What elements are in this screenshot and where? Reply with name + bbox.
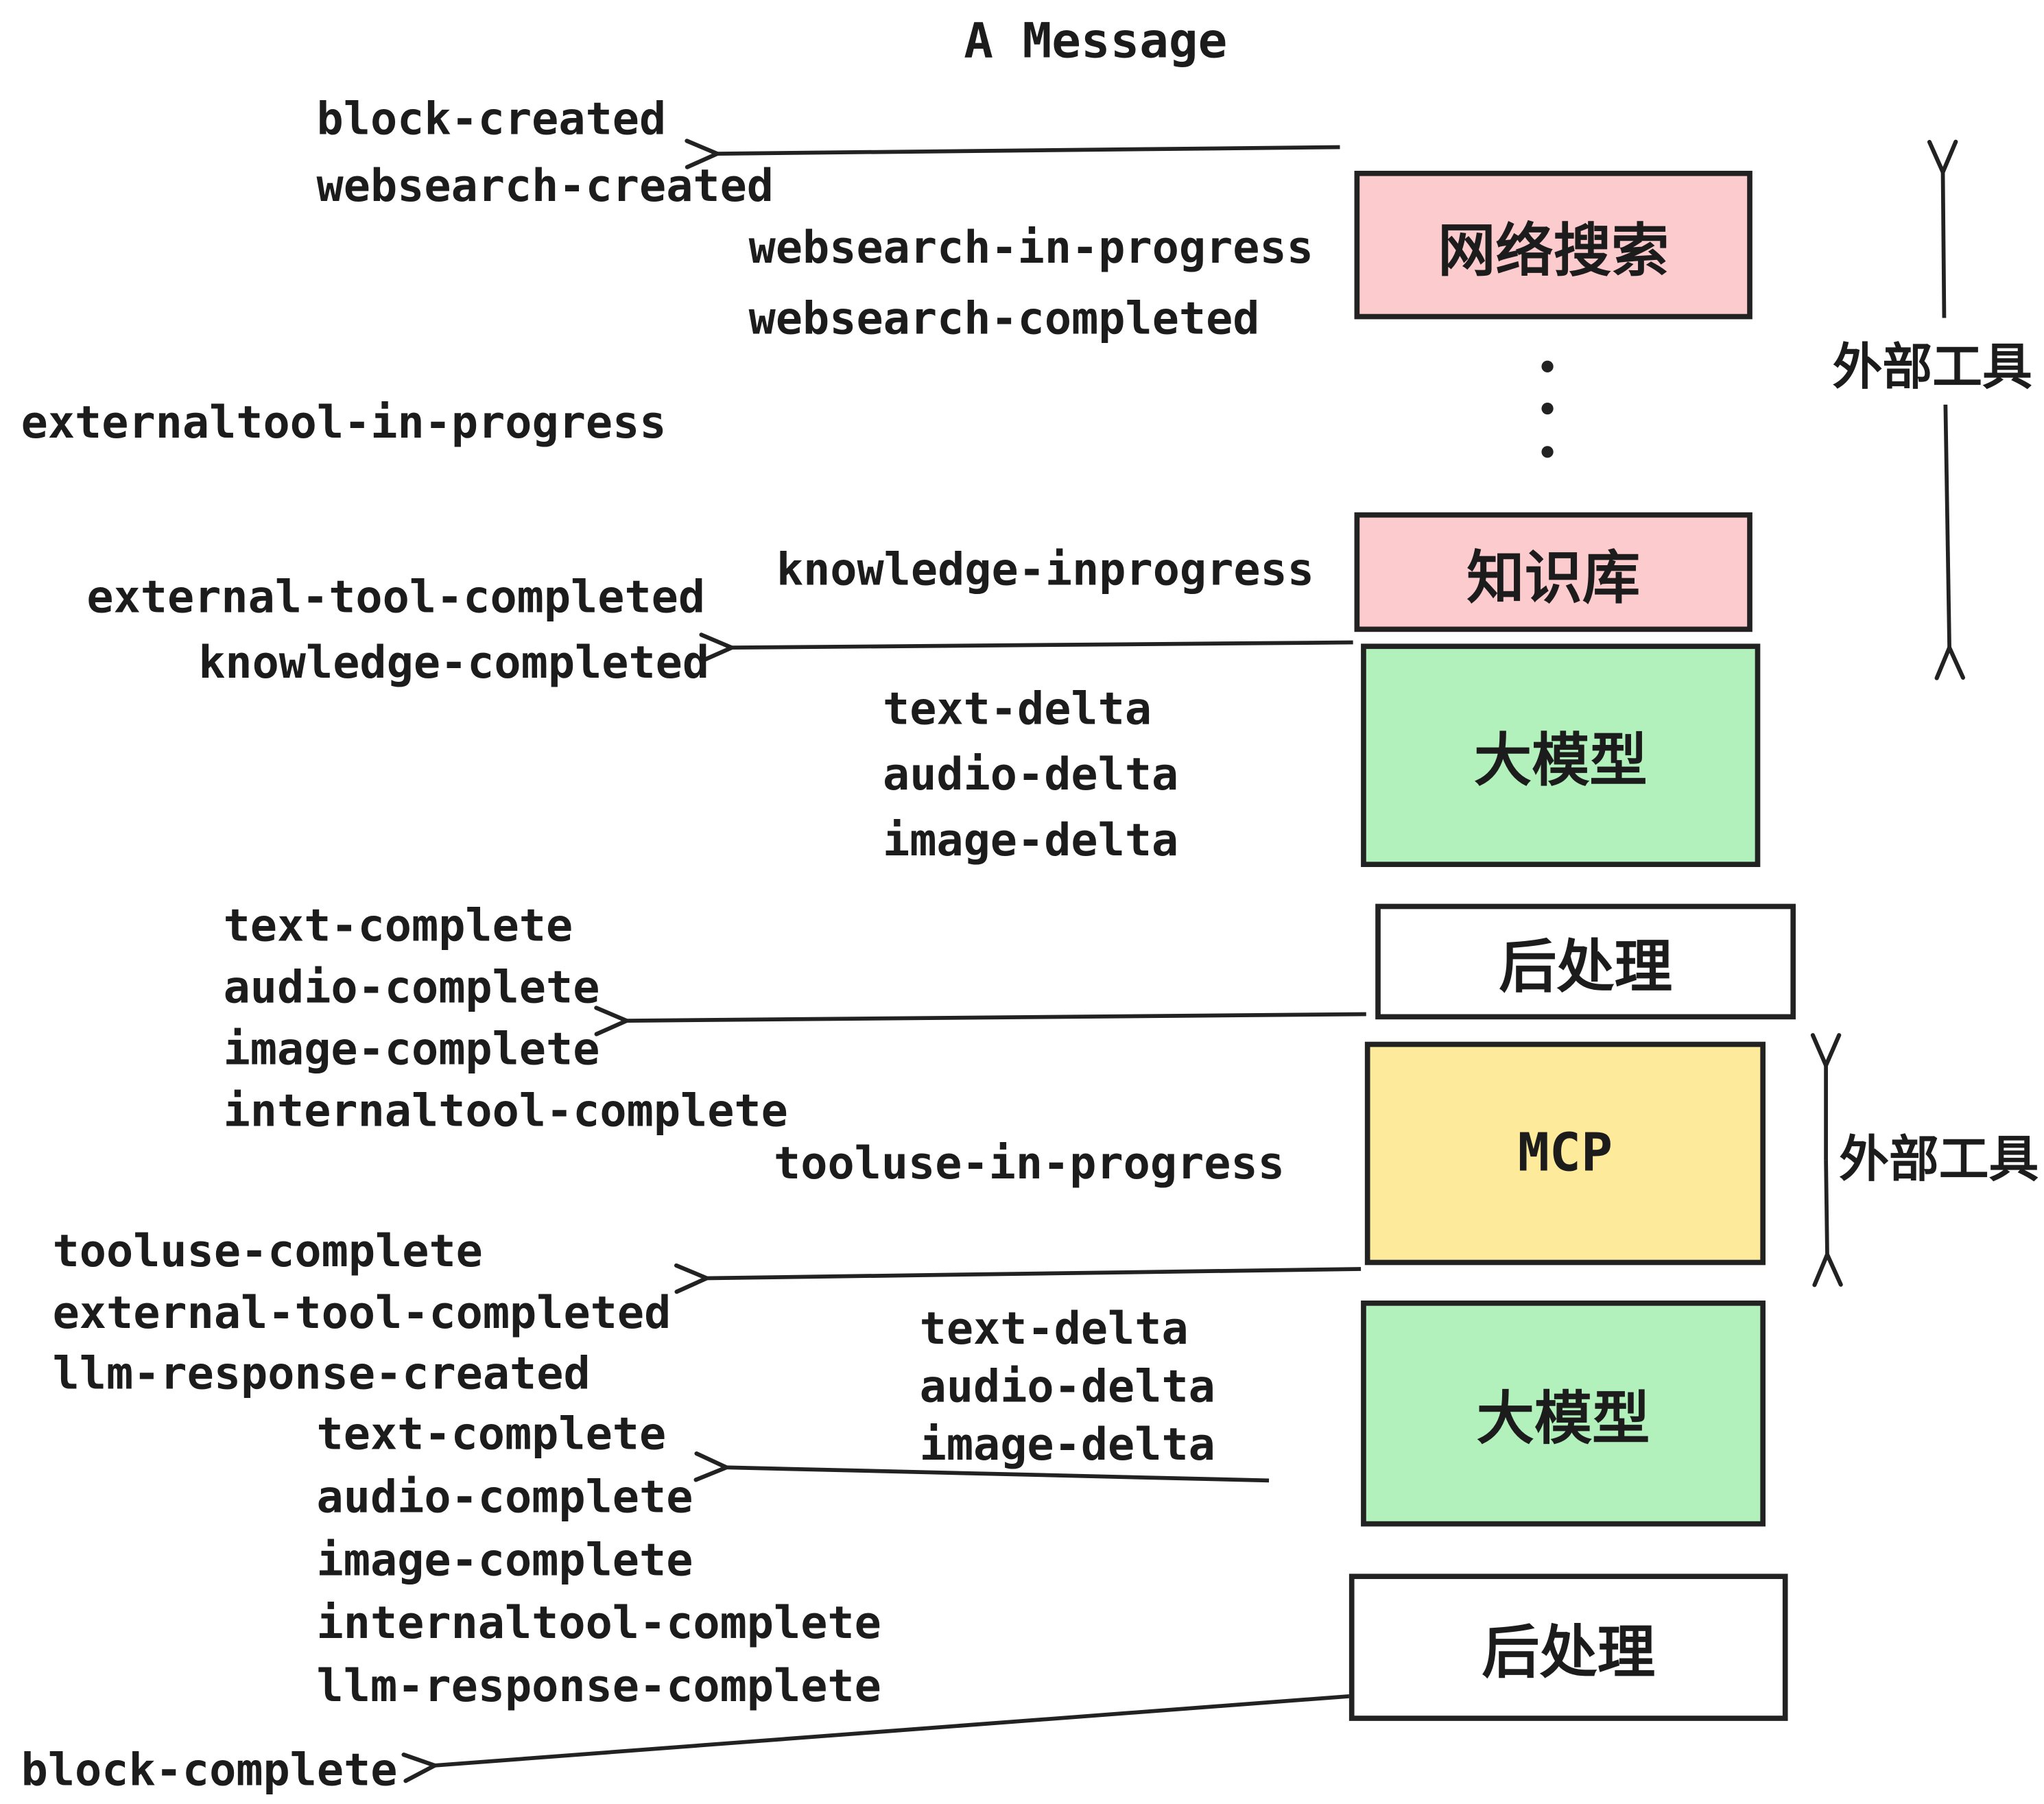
event-label-text-complete: text-complete bbox=[223, 899, 573, 953]
event-label-llm-response-created: llm-response-created bbox=[52, 1347, 591, 1401]
box-postprocess-1: 后处理 bbox=[1375, 903, 1796, 1020]
arrow-external-tools-span-up bbox=[1927, 139, 1958, 318]
box-websearch: 网络搜索 bbox=[1354, 170, 1752, 320]
box-label-llm-1: 大模型 bbox=[1473, 728, 1648, 794]
event-label-audio-delta-2: audio-delta bbox=[919, 1361, 1215, 1414]
event-label-image-complete: image-complete bbox=[223, 1023, 600, 1076]
ellipsis-dots bbox=[1541, 360, 1554, 458]
box-postprocess-2: 后处理 bbox=[1348, 1574, 1788, 1721]
event-label-websearch-in-progress: websearch-in-progress bbox=[748, 222, 1314, 275]
event-label-audio-complete: audio-complete bbox=[223, 961, 600, 1014]
event-label-websearch-completed: websearch-completed bbox=[748, 293, 1260, 346]
event-label-image-complete-2: image-complete bbox=[316, 1534, 693, 1587]
box-llm-2: 大模型 bbox=[1361, 1301, 1766, 1527]
event-label-knowledge-inprogress: knowledge-inprogress bbox=[776, 543, 1314, 597]
event-label-llm-response-complete: llm-response-complete bbox=[316, 1660, 881, 1713]
event-label-tooluse-in-progress: tooluse-in-progress bbox=[774, 1137, 1285, 1191]
ellipsis-dot bbox=[1541, 360, 1554, 372]
event-label-image-delta: image-delta bbox=[882, 814, 1179, 868]
box-label-mcp: MCP bbox=[1517, 1123, 1613, 1184]
annotation-external-tools-2: 外部工具 bbox=[1839, 1132, 2039, 1189]
event-label-block-complete: block-complete bbox=[21, 1744, 398, 1797]
arrow-to-block-complete bbox=[401, 1694, 1353, 1783]
box-label-llm-2: 大模型 bbox=[1476, 1387, 1650, 1452]
arrow-to-image-complete bbox=[594, 1006, 1366, 1036]
annotation-external-tools-1: 外部工具 bbox=[1832, 340, 2032, 396]
arrows-group bbox=[401, 139, 1966, 1783]
event-label-audio-delta: audio-delta bbox=[882, 748, 1179, 802]
box-label-knowledge: 知识库 bbox=[1466, 545, 1641, 610]
event-label-image-delta-2: image-delta bbox=[919, 1419, 1215, 1471]
arrow-to-external-tool-completed bbox=[674, 1263, 1362, 1294]
arrow-external-tools-span-down bbox=[1934, 404, 1966, 680]
event-label-text-delta-2: text-delta bbox=[919, 1303, 1189, 1356]
arrow-to-block-created bbox=[685, 139, 1340, 169]
event-label-websearch-created: websearch-created bbox=[316, 160, 774, 213]
box-label-websearch: 网络搜索 bbox=[1438, 218, 1669, 283]
event-label-external-tool-completed: external-tool-completed bbox=[86, 571, 706, 624]
box-llm-1: 大模型 bbox=[1361, 643, 1761, 868]
arrow-to-audio-complete bbox=[693, 1451, 1270, 1483]
event-label-internaltool-complete: internaltool-complete bbox=[223, 1084, 788, 1138]
ellipsis-dot bbox=[1541, 446, 1554, 458]
event-label-internaltool-complete-2: internaltool-complete bbox=[316, 1597, 881, 1650]
event-label-tooluse-complete: tooluse-complete bbox=[52, 1225, 483, 1279]
box-mcp: MCP bbox=[1364, 1041, 1766, 1266]
box-label-postprocess-1: 后处理 bbox=[1499, 935, 1673, 1000]
event-label-external-tool-completed-2: external-tool-completed bbox=[52, 1287, 672, 1340]
box-knowledge: 知识库 bbox=[1354, 512, 1752, 632]
arrow-to-knowledge-completed bbox=[699, 632, 1353, 663]
event-label-text-complete-2: text-complete bbox=[316, 1408, 667, 1461]
event-label-text-delta: text-delta bbox=[882, 683, 1152, 736]
arrow-mcp-span-down bbox=[1812, 1160, 1843, 1287]
ellipsis-dot bbox=[1541, 402, 1554, 415]
box-label-postprocess-2: 后处理 bbox=[1482, 1621, 1656, 1686]
event-label-externaltool-in-progress: externaltool-in-progress bbox=[21, 396, 667, 449]
event-label-block-created: block-created bbox=[316, 93, 667, 146]
event-label-audio-complete-2: audio-complete bbox=[316, 1471, 693, 1524]
event-label-knowledge-completed: knowledge-completed bbox=[198, 637, 710, 690]
diagram-title: A Message bbox=[964, 12, 1228, 69]
